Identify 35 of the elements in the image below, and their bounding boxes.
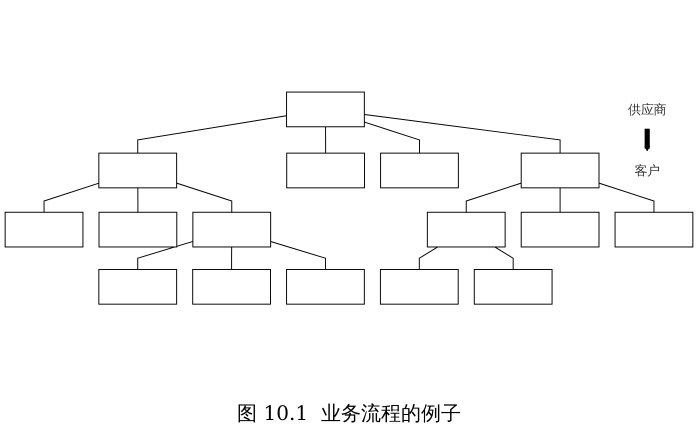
connector bbox=[560, 188, 561, 214]
connector bbox=[44, 183, 100, 214]
node-box bbox=[380, 153, 459, 189]
connector bbox=[494, 246, 514, 270]
node-box bbox=[380, 269, 459, 305]
arrow bbox=[644, 129, 650, 152]
node-box bbox=[192, 269, 271, 305]
node-box bbox=[520, 212, 600, 248]
node-text: 供应商 bbox=[628, 102, 666, 118]
node-text: 客户 bbox=[634, 163, 660, 179]
connector bbox=[137, 241, 194, 270]
connector bbox=[137, 116, 288, 154]
node-box bbox=[98, 269, 178, 305]
node-box bbox=[286, 92, 365, 128]
connector bbox=[325, 126, 326, 154]
connector bbox=[176, 182, 232, 214]
connector bbox=[231, 246, 232, 270]
connector bbox=[364, 122, 420, 154]
node-box bbox=[4, 212, 84, 248]
connector bbox=[598, 183, 654, 214]
node-box bbox=[98, 212, 178, 248]
connector bbox=[466, 183, 522, 214]
node-box bbox=[192, 212, 272, 248]
node-box bbox=[614, 212, 694, 248]
connector bbox=[137, 188, 138, 214]
connector bbox=[270, 241, 326, 270]
figure-caption: 图 10.1 业务流程的例子 bbox=[237, 401, 461, 425]
node-box bbox=[286, 269, 365, 305]
node-box bbox=[474, 269, 553, 305]
node-box bbox=[426, 212, 506, 248]
connector bbox=[418, 246, 438, 270]
node-box bbox=[98, 153, 178, 189]
connector bbox=[364, 114, 561, 154]
node-box bbox=[520, 153, 600, 189]
node-box bbox=[286, 153, 365, 189]
